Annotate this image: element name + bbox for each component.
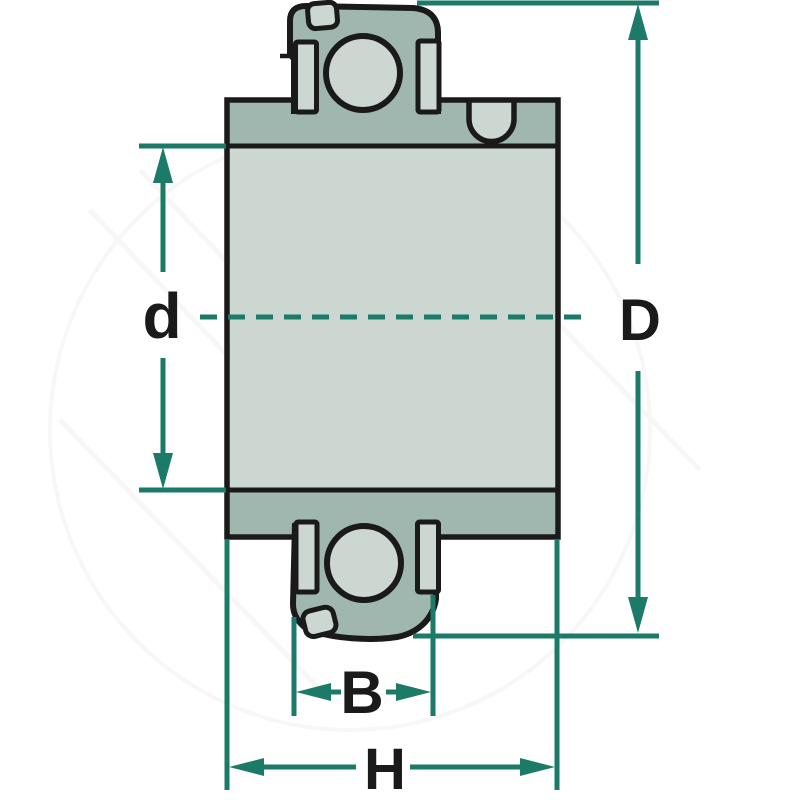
locking-collar-top [280,0,442,122]
ball-bottom [324,523,404,603]
locking-collar-bottom [290,515,441,642]
inner-ring-face [227,146,558,490]
seal-bar-bottom-left [293,519,320,595]
ball-top [323,33,403,113]
seal-bar-top-left [293,39,319,115]
arrowhead-d-down [153,453,173,489]
collar-bottom-outline [290,522,440,642]
arrowhead-D-down [628,597,648,633]
dim-d-label: d [142,280,181,352]
dim-D-label: D [619,288,661,353]
dimension-B [291,595,436,716]
arrowhead-H-left [229,758,264,776]
seal-bar-top-right [415,38,442,115]
seal-bar-bottom-right [415,519,441,595]
dim-H-label: H [364,737,406,800]
set-screw-bottom [300,604,339,640]
arrowhead-d-up [153,147,173,183]
set-screw-top [305,0,340,32]
collar-top-outline [287,3,441,114]
dimension-D [413,0,659,639]
arrowhead-B-right [396,683,431,701]
arrowhead-H-right [520,758,555,776]
dimension-d [139,143,226,493]
lubrication-groove [466,102,517,145]
dimension-H [224,539,560,790]
arrowhead-B-left [296,683,331,701]
dim-B-label: B [340,659,383,726]
arrowhead-D-up [628,4,648,40]
